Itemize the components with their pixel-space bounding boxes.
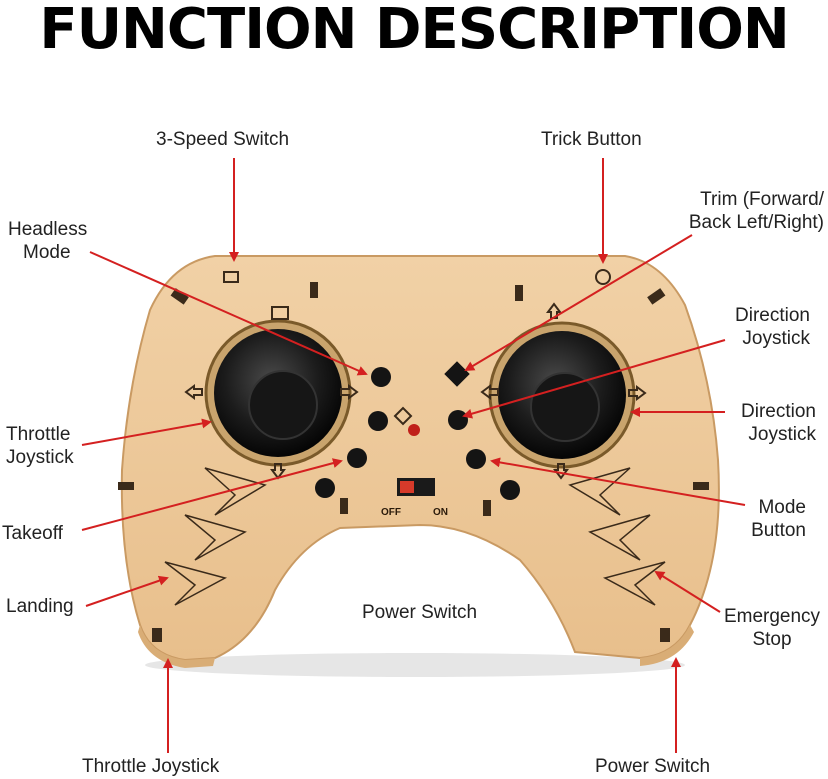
speed-icon [223, 271, 239, 283]
right-joystick[interactable] [488, 321, 636, 469]
shadow [145, 653, 685, 677]
label-line: Mode [23, 242, 71, 263]
label-headless-mode: Headless Mode [8, 218, 87, 264]
label-line: Stop [752, 629, 792, 650]
label-mode-button: Mode Button [751, 496, 806, 542]
takeoff-button[interactable] [347, 448, 367, 468]
trick-icon [595, 269, 611, 285]
label-takeoff: Takeoff [2, 523, 63, 544]
label-emergency-stop: Emergency Stop [716, 605, 828, 651]
label-trick-button: Trick Button [541, 129, 642, 150]
label-line: Back Left/Right) [688, 212, 824, 233]
direction-cross-icon [393, 406, 413, 426]
arrow-right-icon-2 [628, 385, 647, 401]
edge-left [138, 625, 215, 668]
arrow-left-icon [184, 384, 203, 400]
label-line: Direction [741, 401, 816, 422]
mode-button[interactable] [466, 449, 486, 469]
label-line: Joystick [742, 328, 810, 349]
label-line: Headless [8, 219, 88, 240]
label-line: Emergency [723, 606, 821, 627]
label-trim: Trim (Forward/ Back Left/Right) [689, 188, 824, 234]
label-line: Direction [735, 305, 810, 326]
power-switch[interactable] [397, 478, 435, 496]
edge-right [640, 625, 694, 666]
direction-button[interactable] [448, 410, 468, 430]
trim-pad[interactable] [444, 361, 470, 387]
label-power-switch-center: Power Switch [362, 602, 478, 623]
headless-mode-button[interactable] [371, 367, 391, 387]
controller-body [120, 255, 720, 662]
camera-icon [271, 306, 289, 320]
power-led [408, 424, 420, 436]
label-line: Joystick [6, 447, 74, 468]
page-title: FUNCTION DESCRIPTION [39, 0, 789, 62]
label-line: Trim (Forward/ [700, 189, 824, 210]
switch-on-mark: ON [433, 507, 448, 518]
label-direction-joystick: Direction Joystick [741, 400, 816, 446]
label-3-speed-switch: 3-Speed Switch [156, 129, 290, 150]
annotation-arrows [81, 158, 746, 753]
label-power-switch-bottom: Power Switch [595, 756, 711, 777]
label-direction-joystick-top: Direction Joystick [735, 304, 810, 350]
emergency-stop-button[interactable] [500, 480, 520, 500]
tab-slots [118, 282, 709, 642]
label-throttle-joystick-left: Throttle Joystick [6, 423, 74, 469]
label-line: Throttle [6, 424, 71, 445]
label-line: Mode [758, 497, 806, 518]
label-landing: Landing [6, 596, 74, 617]
left-trim-button[interactable] [368, 411, 388, 431]
landing-button[interactable] [315, 478, 335, 498]
arrow-right-icon [340, 384, 359, 400]
label-line: Button [751, 520, 806, 541]
chevron-engravings [164, 467, 666, 606]
label-line: Joystick [748, 424, 816, 445]
arrow-left-icon-2 [480, 384, 499, 400]
switch-off-mark: OFF [381, 507, 401, 518]
left-joystick[interactable] [204, 319, 352, 467]
arrow-down-icon-2 [553, 463, 569, 480]
label-throttle-joystick-bottom: Throttle Joystick [82, 756, 220, 777]
